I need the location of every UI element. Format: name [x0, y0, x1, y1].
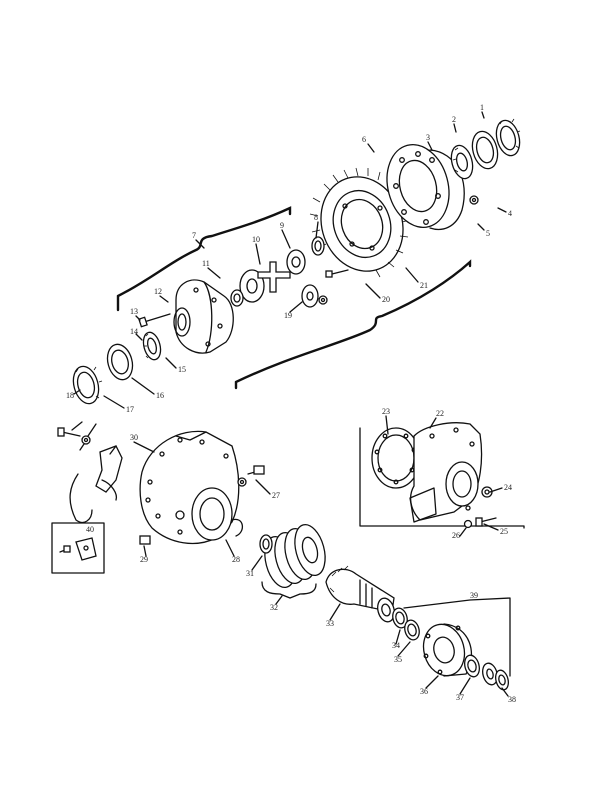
adjusting-ring-left	[72, 365, 103, 405]
callout: 24	[504, 483, 512, 492]
pinion-bearing-small	[259, 534, 273, 554]
pinion-cup	[404, 619, 420, 641]
callout: 2	[452, 115, 456, 124]
bearing-cone-left	[142, 331, 162, 361]
bolt-diff-case	[138, 313, 171, 328]
callout: 16	[156, 391, 164, 400]
differential-group-bracket-left	[116, 206, 292, 312]
callout: 32	[270, 603, 278, 612]
washer-cover	[463, 519, 473, 529]
shims-bracket	[261, 581, 317, 599]
callout: 30	[130, 433, 138, 442]
callout: 9	[280, 221, 284, 230]
callout: 36	[420, 687, 428, 696]
callout: 28	[232, 555, 240, 564]
callout: 1	[480, 103, 484, 112]
spider-cross	[257, 261, 291, 293]
bearing-cone-top	[450, 144, 474, 180]
spacer-ring	[392, 607, 408, 629]
stud-housing	[247, 465, 265, 475]
side-gear-right	[301, 284, 319, 308]
differential-case	[173, 279, 234, 354]
callout: 3	[426, 133, 430, 142]
ring-gear-bolt	[325, 269, 349, 278]
plug-housing	[139, 535, 151, 545]
callout: 22	[436, 409, 444, 418]
carrier-housing	[139, 430, 240, 545]
callout: 6	[362, 135, 366, 144]
breather-bracket	[69, 445, 123, 524]
flange-housing	[386, 144, 465, 231]
pin-washer	[318, 295, 328, 305]
pinion-group-bracket	[403, 597, 511, 677]
washer-left	[81, 435, 91, 445]
nut-housing	[237, 477, 247, 487]
thrust-washer-left	[230, 289, 244, 307]
callout: 15	[178, 365, 186, 374]
thrust-washer-right	[311, 236, 325, 256]
callout: 4	[508, 209, 512, 218]
pinion-cage	[409, 422, 483, 523]
bolt-cover	[475, 517, 497, 527]
bearing-cup-top	[471, 130, 499, 170]
callout: 11	[202, 259, 210, 268]
callout: 39	[470, 591, 478, 600]
callout: 23	[382, 407, 390, 416]
callout: 40	[86, 525, 94, 534]
callout: 5	[486, 229, 490, 238]
callout: 12	[154, 287, 162, 296]
callout: 13	[130, 307, 138, 316]
pinion-bearing-cage	[422, 623, 473, 677]
callout: 25	[500, 527, 508, 536]
callout: 8	[314, 213, 318, 222]
callout: 17	[126, 405, 134, 414]
callout: 26	[452, 531, 460, 540]
callout: 37	[456, 693, 464, 702]
pinion-outer-cone	[482, 662, 498, 686]
shims-stack	[264, 523, 326, 589]
differential-group-bracket-right	[234, 259, 472, 390]
callout-labels: 1 2 3 4 5 6 7 8 9 10 11 12 13 14 15 16 1…	[66, 103, 516, 704]
callout: 31	[246, 569, 254, 578]
callout: 14	[130, 327, 138, 336]
pinion-seal	[495, 669, 509, 691]
callout: 21	[420, 281, 428, 290]
callout: 19	[284, 311, 292, 320]
callout: 29	[140, 555, 148, 564]
callout: 35	[394, 655, 402, 664]
pinion-gear-small	[286, 249, 306, 275]
snap-ring	[231, 518, 243, 537]
callout: 38	[508, 695, 516, 704]
callout: 7	[192, 231, 196, 240]
callout: 33	[326, 619, 334, 628]
callout: 10	[252, 235, 260, 244]
nut-top	[469, 195, 479, 205]
callout: 34	[392, 641, 400, 650]
cover-gasket	[371, 427, 421, 489]
leader-lines	[71, 111, 509, 697]
detail-inset	[51, 522, 105, 574]
pinion-outer-cup	[464, 654, 480, 678]
nut-cover	[481, 486, 493, 498]
adjusting-ring-top	[495, 118, 521, 157]
callout: 18	[66, 391, 74, 400]
callout: 20	[382, 295, 390, 304]
pinion-bearing-cone	[377, 597, 395, 623]
callout: 27	[272, 491, 280, 500]
bolt-left	[57, 427, 81, 437]
bearing-cup-left	[106, 343, 134, 381]
